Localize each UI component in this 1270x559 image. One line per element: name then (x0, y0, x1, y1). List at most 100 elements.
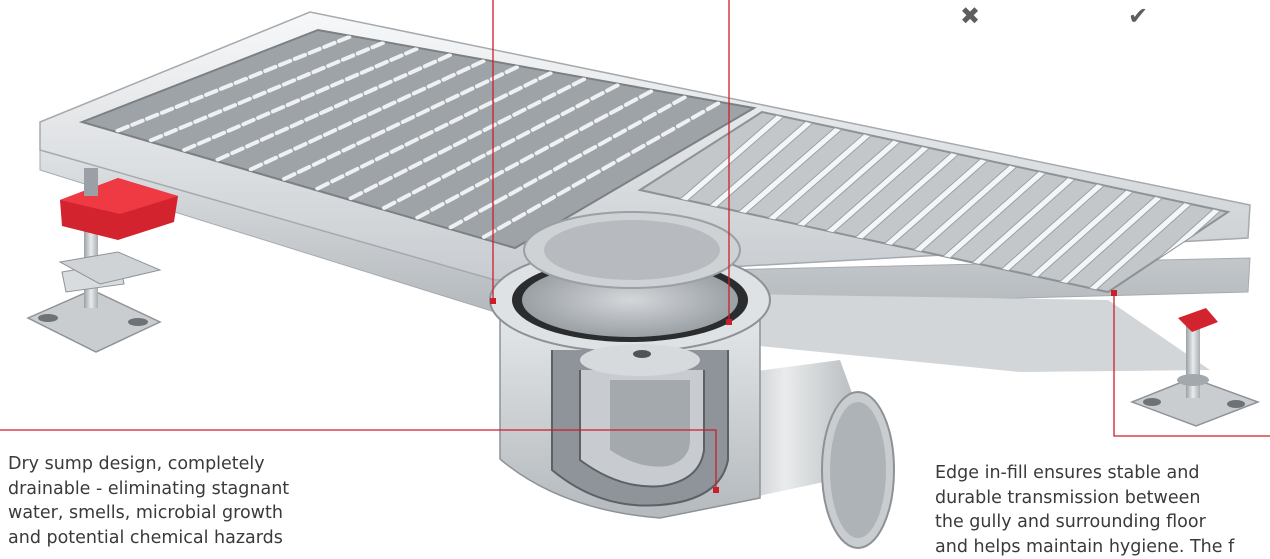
grate-slot (322, 128, 338, 137)
callout-line-text: and potential chemical hazards (8, 527, 283, 548)
grate-slot (586, 169, 601, 180)
grate-slot (204, 88, 219, 97)
grate-slot (248, 162, 264, 172)
grate-slot (337, 121, 353, 131)
callout-edge-infill: Edge in-fill ensures stable and durable … (935, 461, 1270, 559)
grate-slot (430, 100, 445, 110)
callout-dry-sump: Dry sump design, completely drainable - … (8, 452, 308, 559)
grate-slot (567, 153, 583, 164)
grate-slot (445, 93, 460, 103)
grate-slot (285, 98, 301, 108)
grate-slot (601, 160, 616, 171)
grate-slot (281, 78, 297, 87)
grate-slot (207, 109, 223, 118)
grate-slot (437, 145, 453, 155)
gully-body (489, 211, 771, 519)
grate-slot (130, 118, 145, 127)
grate-slot (230, 146, 245, 156)
grate-slot (511, 212, 527, 222)
grate-slot (597, 136, 613, 147)
callout-line-sump (0, 429, 717, 490)
grate-bar (975, 183, 1105, 292)
check-icon: ✔ (1128, 2, 1149, 30)
grate-slot (646, 135, 661, 146)
grate-slot (333, 99, 349, 109)
grate-slot (359, 66, 375, 75)
grate-slot (159, 106, 175, 115)
grate-slot (278, 148, 293, 158)
grate-slot (330, 174, 345, 184)
grate-slot (267, 84, 282, 93)
grate-slot (356, 136, 371, 146)
grate-slot (374, 152, 390, 162)
grate-slot (463, 107, 479, 118)
grate-slot (441, 72, 456, 82)
grate-slot (538, 169, 553, 180)
grate-slot (245, 139, 260, 149)
grate-slot (263, 64, 278, 73)
grate-slot (575, 98, 590, 109)
grate-slot (459, 185, 475, 196)
grate-slot (508, 85, 523, 95)
grate-slot (456, 65, 471, 75)
callout-line-text: and helps maintain hygiene. The f (935, 536, 1235, 557)
grate-slot (661, 126, 676, 137)
grate-slot (389, 144, 405, 154)
grate-slot (315, 181, 330, 191)
callout-line-edge (1113, 292, 1270, 437)
grate-slot (311, 157, 327, 167)
grate-slot (474, 79, 490, 89)
grate-slot (382, 200, 397, 211)
cross-icon: ✖ (960, 2, 981, 30)
grate-slot (571, 77, 587, 87)
grate-slot (396, 93, 412, 103)
grate-slot (340, 53, 356, 62)
grate-slot (449, 115, 464, 125)
grate-slot (330, 79, 345, 88)
grate-slot (252, 90, 267, 99)
grate-slot (612, 128, 628, 139)
grate-slot (556, 84, 572, 95)
grate-slot (493, 194, 508, 205)
grate-slot (304, 113, 319, 122)
grate-bar (1063, 202, 1193, 292)
grate-slot (189, 94, 204, 103)
grate-slot (259, 133, 275, 142)
grate-slot (463, 211, 478, 222)
grate-slot (675, 118, 691, 129)
grate-slot (504, 161, 520, 172)
grate-slot (590, 91, 605, 101)
grate-slot (616, 152, 631, 163)
grate-slot (382, 100, 397, 110)
grate-slot (326, 59, 341, 68)
grate-slot (579, 121, 594, 132)
grate-slot (178, 121, 193, 131)
grate-slot (467, 130, 483, 140)
grate-slot (672, 95, 687, 106)
grate-slot (292, 52, 308, 62)
grate-slot (556, 186, 571, 197)
left-grate-slots (115, 34, 721, 240)
grate-slot (523, 178, 538, 188)
left-adjustable-foot (26, 222, 162, 353)
grate-slot (541, 194, 557, 205)
grate-slot (437, 53, 452, 62)
grate-slot (296, 164, 312, 174)
grate-slot (493, 93, 508, 103)
grate-slot (471, 153, 486, 164)
grate-slot (367, 107, 382, 117)
grate-slot (148, 134, 164, 143)
grate-slot (642, 111, 657, 122)
grate-slot (496, 220, 512, 231)
grate-slot (411, 86, 427, 96)
grate-slot (193, 115, 208, 124)
grate-slot (441, 169, 456, 179)
grate-slot (370, 40, 385, 50)
grate-slot (478, 202, 493, 213)
grate-slot (508, 186, 523, 197)
grate-slot (690, 109, 706, 120)
grate-slot (631, 143, 646, 154)
grate-slot (404, 46, 419, 56)
grate-slot (233, 76, 248, 85)
grate-slot (348, 191, 364, 201)
